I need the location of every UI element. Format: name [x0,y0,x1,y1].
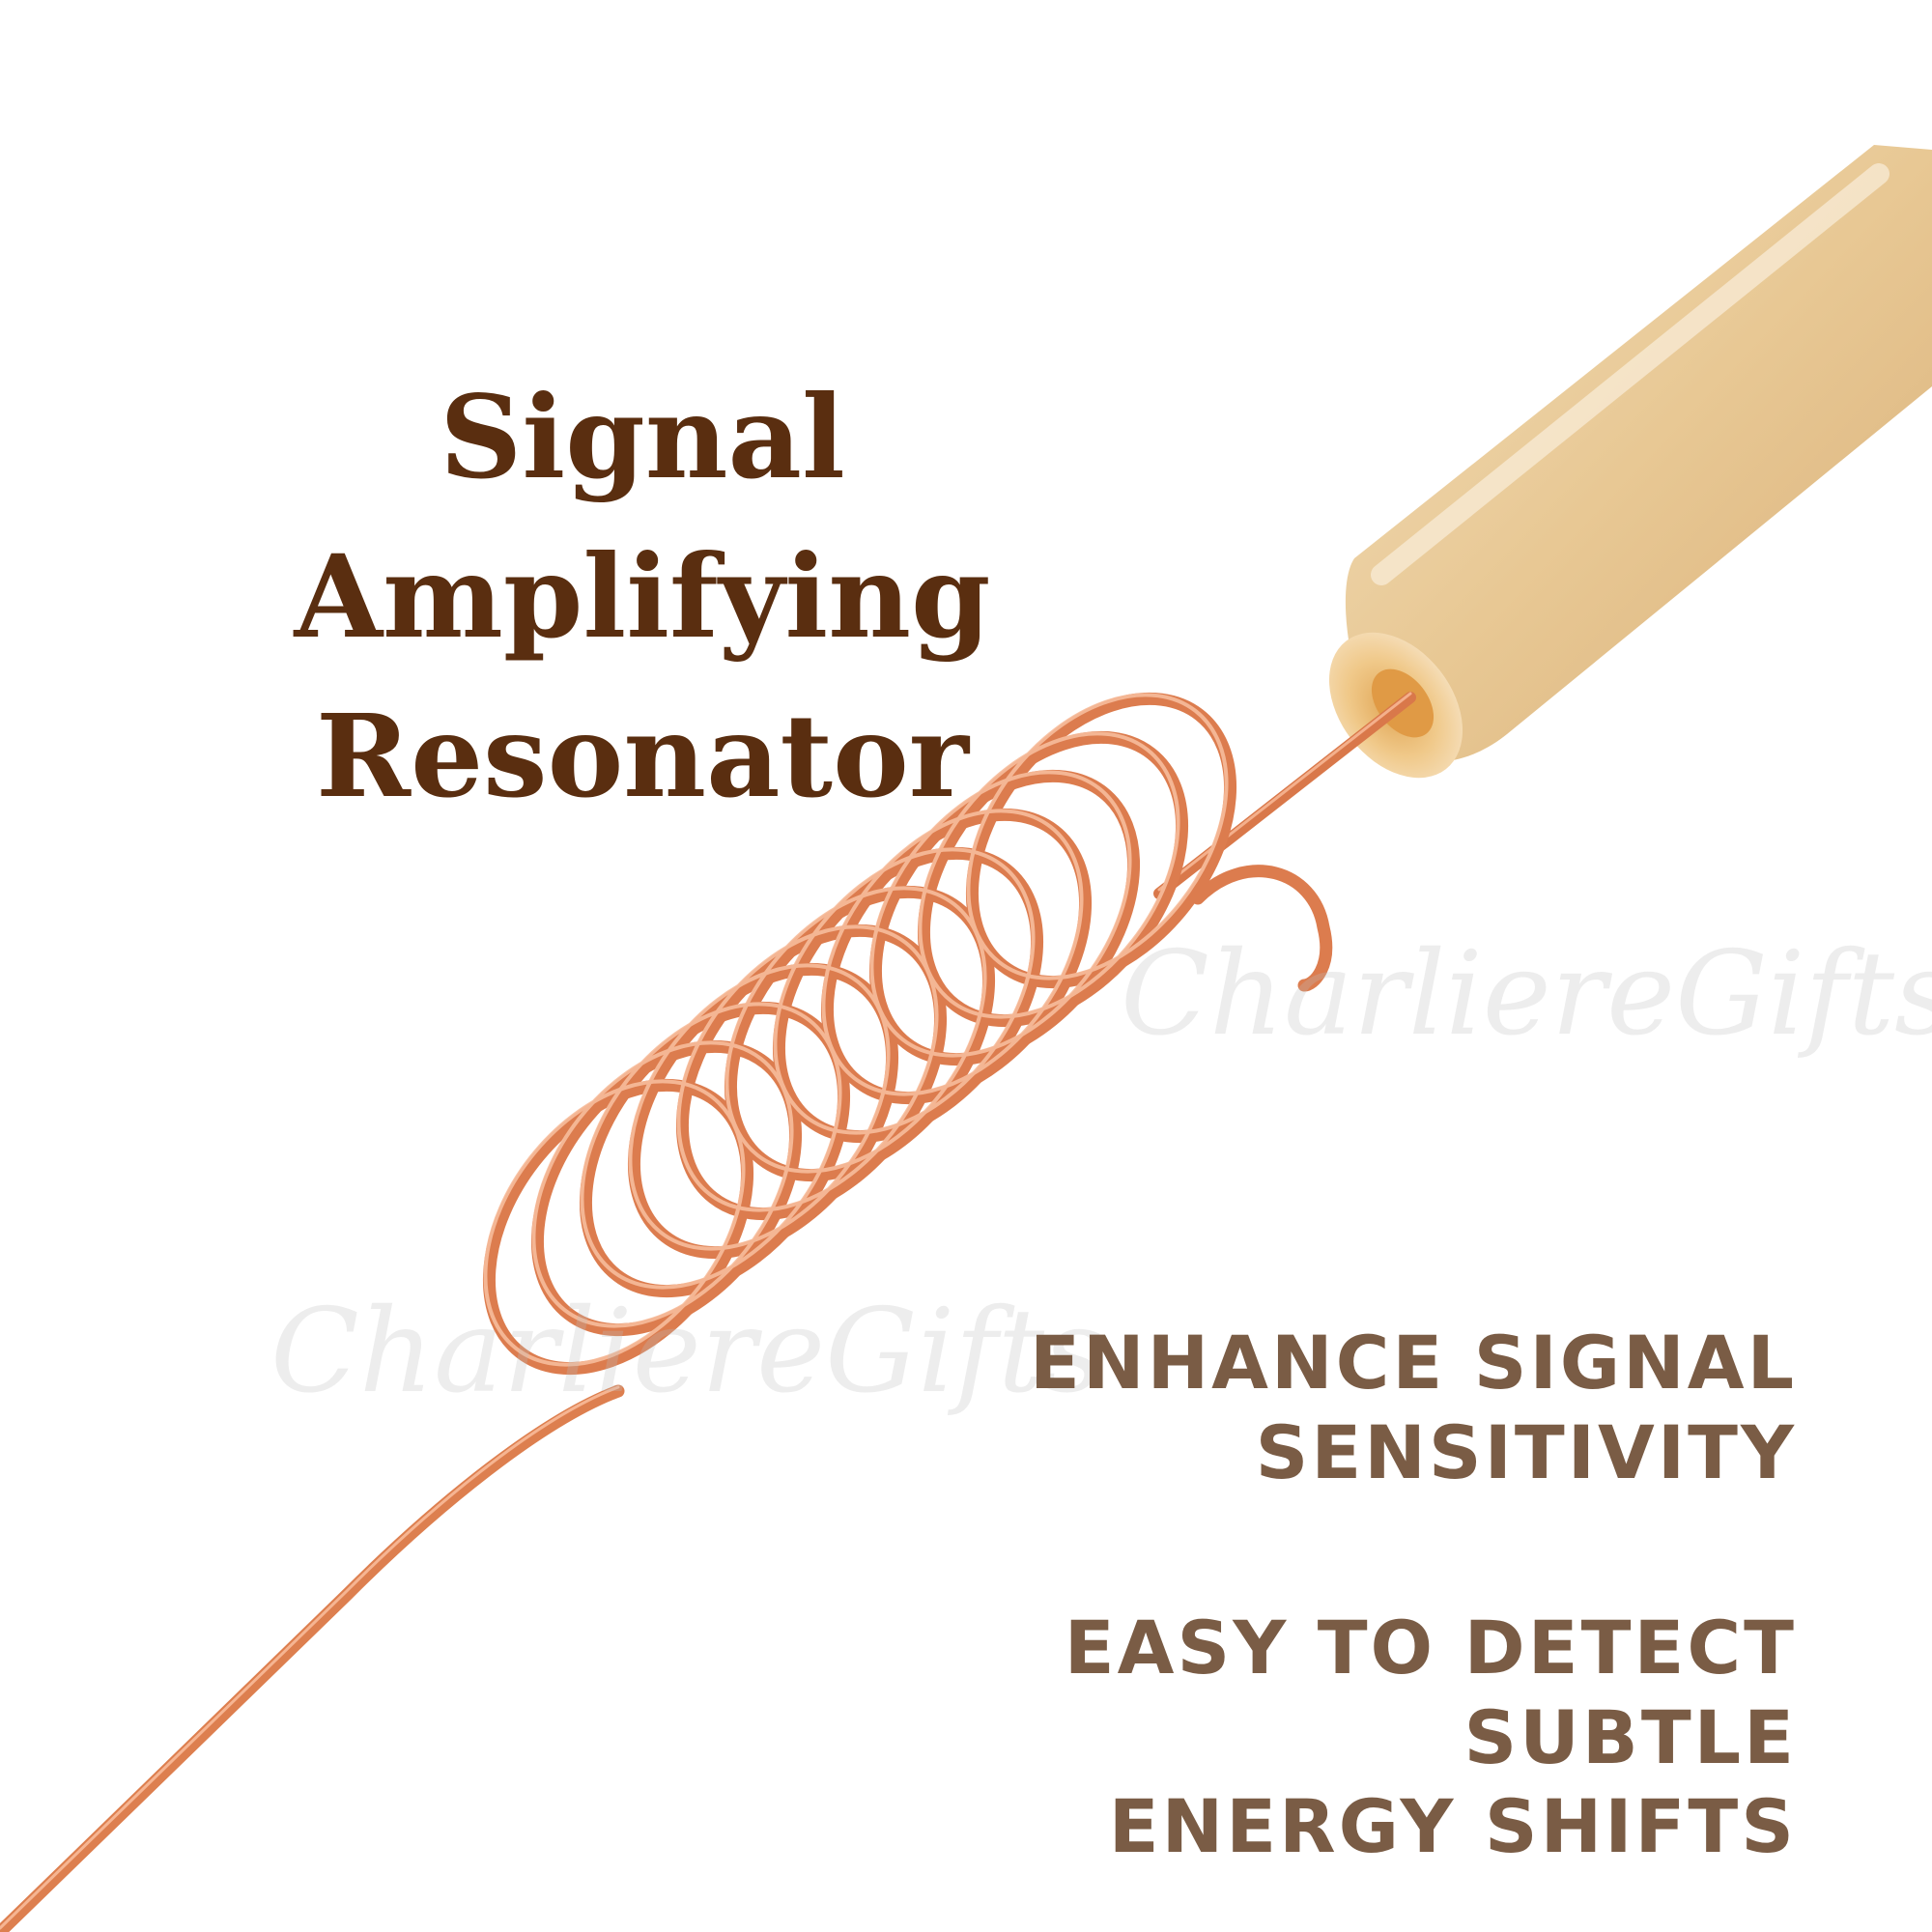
product-title: Signal Amplifying Resonator [87,357,1198,837]
feature-line: SENSITIVITY [1255,1408,1797,1495]
copper-wire [0,692,1416,1932]
feature-line: ENERGY SHIFTS [1108,1783,1797,1870]
feature-line: EASY TO DETECT SUBTLE [1064,1605,1797,1780]
feature-line: ENHANCE SIGNAL [1030,1320,1797,1406]
feature-text-energy-shifts: EASY TO DETECT SUBTLE ENERGY SHIFTS [831,1604,1797,1872]
product-title-line-2: Resonator [316,689,969,824]
product-title-line-1: Signal Amplifying [294,370,991,665]
copper-coil [482,692,1333,1376]
feature-text-sensitivity: ENHANCE SIGNAL SENSITIVITY [831,1319,1797,1497]
